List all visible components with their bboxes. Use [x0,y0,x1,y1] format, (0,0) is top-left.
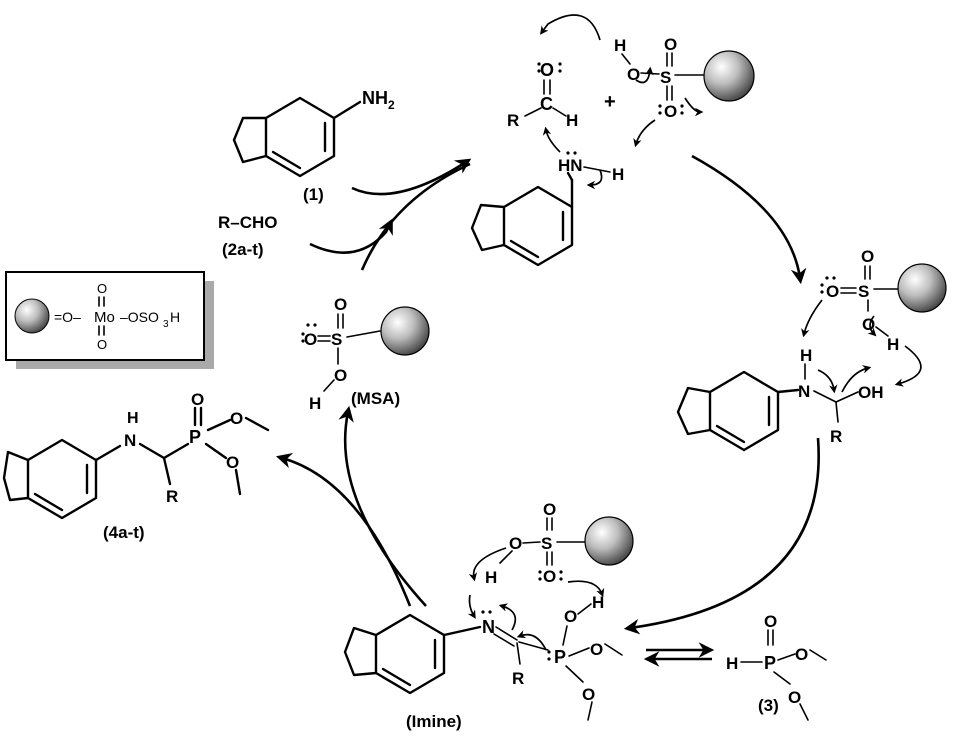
catalyst-sphere-icon [14,298,50,334]
imine-to-product-arrow [275,453,412,607]
legend-formula-right: –OSO [120,309,159,325]
amine-label: (1) [303,185,324,204]
top-to-right-arrow [691,154,807,285]
svg-text:S: S [541,534,552,553]
svg-text:R: R [830,427,842,446]
cycle-arrows [275,154,820,667]
svg-text:O: O [664,102,677,121]
right-to-imine-arrow [623,437,820,635]
carbinolamine-intermediate: O S O O H H N OH R [676,247,947,452]
msa-label: (MSA) [351,389,400,408]
svg-text:P: P [554,647,566,667]
svg-text:C: C [540,94,553,114]
nh2-group: NH2 [362,88,395,112]
svg-text:S: S [660,68,671,87]
legend-oxo-top: O [97,281,107,296]
amine-in-arrow [351,158,472,196]
imine-intermediate: O S O O H N R P O H O O ( [343,500,634,731]
product-label: (4a-t) [103,523,145,542]
amine-1: NH2 (1) [232,88,395,204]
svg-text:O: O [564,607,577,626]
svg-text:N: N [482,617,495,637]
svg-text:O: O [861,247,874,266]
legend-formula-left: =O– [54,309,81,325]
right-sphere-icon [897,263,947,313]
svg-text:O: O [191,390,204,409]
svg-text:N: N [124,431,136,450]
svg-text:N: N [798,382,810,401]
svg-text:H: H [800,346,812,365]
svg-text:S: S [331,330,342,349]
svg-text:OH: OH [858,383,884,402]
legend-oxo-bottom: O [97,337,107,352]
aldehyde-in-arrow [309,218,393,254]
svg-text:H: H [726,654,738,673]
svg-text:O: O [664,35,677,54]
svg-text:O: O [540,60,554,80]
svg-text:P: P [189,427,201,447]
svg-text:R: R [507,111,519,130]
legend-tail: H [170,309,180,325]
svg-text:O: O [826,282,839,301]
aldehyde-2: R–CHO (2a-t) [218,213,278,259]
svg-text:H: H [566,111,578,130]
svg-text:S: S [858,282,869,301]
aldehyde-label: (2a-t) [222,240,264,259]
svg-text:R: R [512,669,524,688]
legend-subscript: 3 [163,319,169,330]
svg-text:O: O [509,534,522,553]
product-4: N H R P O O O (4a-t) [2,390,270,542]
msa-to-top-arrow [360,162,471,271]
svg-text:H: H [592,593,604,612]
aldehyde-formula: R–CHO [218,213,278,232]
svg-text:O: O [334,366,347,385]
svg-text:O: O [582,685,595,704]
top-sphere-icon [703,50,755,102]
legend-metal: Mo [94,309,115,326]
svg-text:H: H [485,568,497,587]
svg-text:O: O [334,295,347,314]
svg-text:O: O [543,500,556,519]
svg-text:O: O [795,645,808,664]
svg-text:+: + [604,91,616,113]
svg-text:O: O [304,330,317,349]
svg-text:O: O [590,640,603,659]
svg-text:H: H [612,165,624,184]
svg-text:H: H [309,394,321,413]
svg-text:P: P [764,653,776,673]
svg-text:O: O [226,453,239,472]
svg-text:H: H [614,36,626,55]
svg-text:O: O [788,688,801,707]
activation-complex: O C R H + H O S O O HN H [470,35,755,267]
svg-text:O: O [764,612,777,631]
svg-text:O: O [230,409,243,428]
catalyst-legend: =O– Mo O O –OSO 3 H [5,271,214,369]
imine-label: (Imine) [406,712,462,731]
phosphite-label: (3) [758,696,779,715]
svg-text:O: O [627,65,640,84]
svg-text:O: O [543,567,556,586]
svg-text:H: H [127,410,139,427]
svg-text:H: H [887,335,899,354]
svg-text:R: R [166,487,178,506]
imine-to-msa-arrow [338,405,427,607]
msa-catalyst: S O O O H (MSA) [301,295,430,413]
phosphite-3: H P O O O (3) [726,612,827,721]
electron-arrows [467,14,922,651]
msa-sphere-icon [380,306,430,356]
svg-text:HN: HN [558,156,583,175]
bottom-sphere-icon [584,516,634,566]
